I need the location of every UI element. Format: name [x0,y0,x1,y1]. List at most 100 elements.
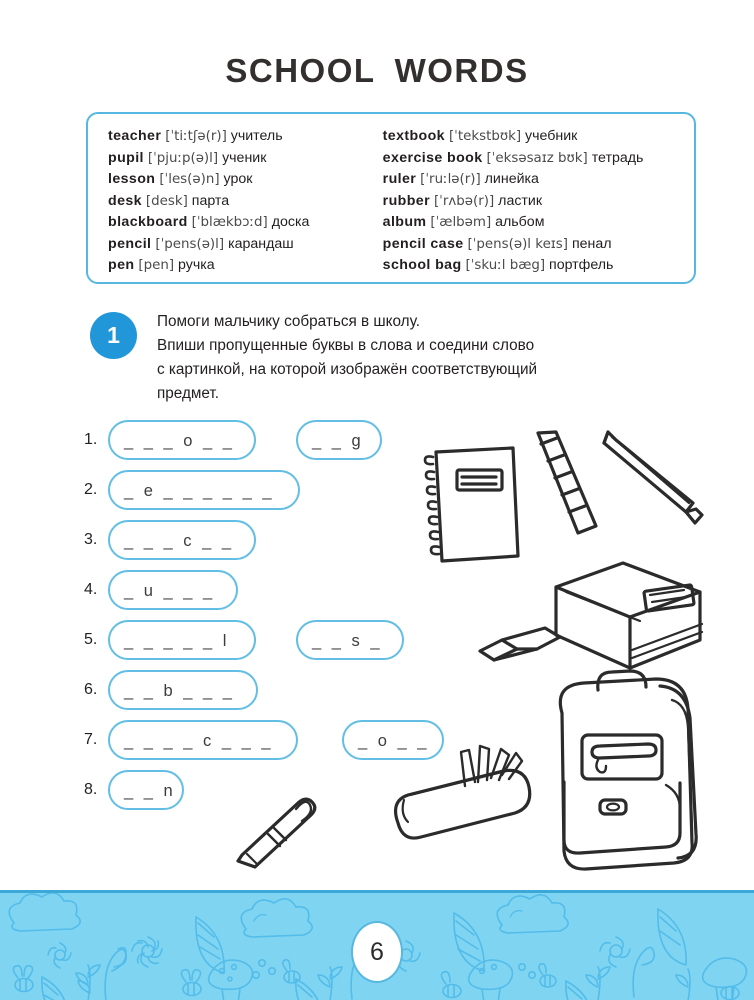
vocab-ipa: [desk] [145,193,188,209]
vocab-ipa: [ˈpens(ə)l keɪs] [467,236,568,252]
sprig-doodle [674,968,691,1000]
vocabulary-entry: pencil case [ˈpens(ə)l keɪs] пенал [383,234,694,256]
flower-doodle [131,936,163,968]
vocab-word: textbook [382,128,445,144]
vocab-ipa: [ˈblækbɔːd] [191,215,268,230]
leaf-doodle [657,907,687,967]
vocabulary-entry: rubber [ˈrʌbə(r)] ластик [383,191,694,213]
task-line: предмет. [157,385,219,402]
bee-doodle [180,968,202,997]
vocabulary-entry: pencil [ˈpens(ə)l] карандаш [108,234,373,256]
answer-row-extra: _ _ g [296,420,382,460]
row-number: 7. [84,731,98,748]
cloud-doodle [240,898,313,938]
task-number-badge: 1 [90,312,137,359]
pen-icon [236,797,317,869]
vocabulary-right-column: textbook [ˈtekstbʊk] учебник exercise bo… [383,126,694,282]
vocabulary-entry: blackboard [ˈblækbɔːd] доска [108,212,373,234]
vocab-translation: тетрадь [591,149,644,166]
sprig-doodle [316,966,344,1000]
vocab-translation: учебник [525,128,578,144]
bee-doodle [12,964,34,993]
answer-blank-input[interactable]: _ e _ _ _ _ _ _ [108,470,300,510]
page-number: 6 [351,921,403,983]
page-title: SCHOOL WORDS [225,52,529,89]
task-line: с картинкой, на которой изображён соотве… [157,361,538,378]
vocab-translation: урок [223,171,253,187]
leaf-doodle [453,911,485,973]
vocabulary-entry: album [ˈælbəm] альбом [383,212,694,234]
vocab-ipa: [pen] [138,258,175,273]
rubber-eraser-icon [478,626,562,662]
row-number: 1. [84,431,98,448]
answer-blank-input[interactable]: _ _ s _ [296,620,404,660]
vocab-ipa: [ˈtiːtʃə(r)] [165,129,227,144]
vocabulary-entry: lesson [ˈles(ə)n] урок [108,169,373,191]
answer-blank-input[interactable]: _ _ _ c _ _ [108,520,256,560]
vocab-word: ruler [382,171,417,187]
flower-doodle [47,942,72,969]
vocabulary-entry: exercise book [ˈeksəsaɪz bʊk] тетрадь [383,148,694,170]
answer-blank-input[interactable]: _ _ n [108,770,184,810]
answer-blank-input[interactable]: _ _ _ _ c _ _ _ [108,720,298,760]
vocab-ipa: [ˈles(ə)n] [159,172,220,187]
mushroom-doodle [701,957,748,1000]
flower-doodle [599,936,631,968]
row-number: 4. [84,581,98,598]
vocab-word: pencil case [382,235,464,252]
answer-row: 1. _ _ _ o _ _ [84,420,256,460]
vocab-ipa: [ˈrʌbə(r)] [433,193,495,209]
textbook-icon [554,561,704,670]
vocabulary-box: teacher [ˈtiːtʃə(r)] учитель pupil [ˈpju… [86,112,696,284]
vocab-word: pencil [108,235,152,252]
vocab-word: pupil [108,149,144,166]
vocabulary-entry: desk [desk] парта [108,191,373,213]
exercise-book-spiral-notebook-icon [423,446,520,563]
leaf-doodle [41,975,66,1000]
vocab-ipa: [ˈælbəm] [430,215,492,230]
vocab-translation: пенал [571,235,612,252]
vocab-word: lesson [108,171,156,187]
bee-doodle [720,985,740,1000]
pencil-icon [602,430,704,525]
answer-row: 3. _ _ _ c _ _ [84,520,256,560]
answer-blank-input[interactable]: _ u _ _ _ [108,570,238,610]
vocab-ipa: [ˈtekstbʊk] [448,129,522,144]
vocab-translation: карандаш [228,235,294,252]
vocabulary-entry: pupil [ˈpjuːp(ə)l] ученик [108,148,373,170]
answer-row: 4. _ u _ _ _ [84,570,238,610]
row-number: 2. [84,481,98,498]
vocab-word: rubber [382,192,430,209]
answer-blank-input[interactable]: _ _ _ o _ _ [108,420,256,460]
page-footer: 6 [0,890,754,1000]
sprig-doodle [584,966,612,1000]
task-line: Впиши пропущенные буквы в слова и соедин… [157,337,535,354]
vocab-translation: ручка [178,257,215,273]
task-instructions: Помоги мальчику собраться в школу. Впиши… [157,310,709,406]
cloud-doodle [496,894,569,934]
vocab-ipa: [ˈeksəsaɪz bʊk] [486,150,588,166]
sprig-doodle [74,964,102,1000]
school-bag-backpack-icon [558,669,698,871]
mushroom-doodle [207,959,254,1000]
vocabulary-entry: school bag [ˈskuːl bæg] портфель [383,255,694,277]
vocabulary-entry: teacher [ˈtiːtʃə(r)] учитель [108,126,373,148]
berry-doodle [252,959,276,980]
vocab-word: teacher [108,128,162,144]
swirl-plant-doodle [632,946,656,998]
answer-row-extra: _ o _ _ [342,720,444,760]
leaf-doodle [565,979,588,1000]
vocab-translation: линейка [484,171,539,187]
ruler-icon [536,430,598,535]
vocab-translation: ластик [498,192,543,209]
vocab-translation: портфель [549,257,614,273]
answer-blank-input[interactable]: _ _ _ _ _ l [108,620,256,660]
answer-blank-input[interactable]: _ _ g [296,420,382,460]
vocab-ipa: [ˈruːlə(r)] [420,172,481,187]
vocab-translation: доска [271,214,310,230]
row-number: 6. [84,681,98,698]
answer-blank-input[interactable]: _ _ b _ _ _ [108,670,258,710]
row-number: 8. [84,781,98,798]
answer-row: 8. _ _ n [84,770,184,810]
answer-blank-input[interactable]: _ o _ _ [342,720,444,760]
